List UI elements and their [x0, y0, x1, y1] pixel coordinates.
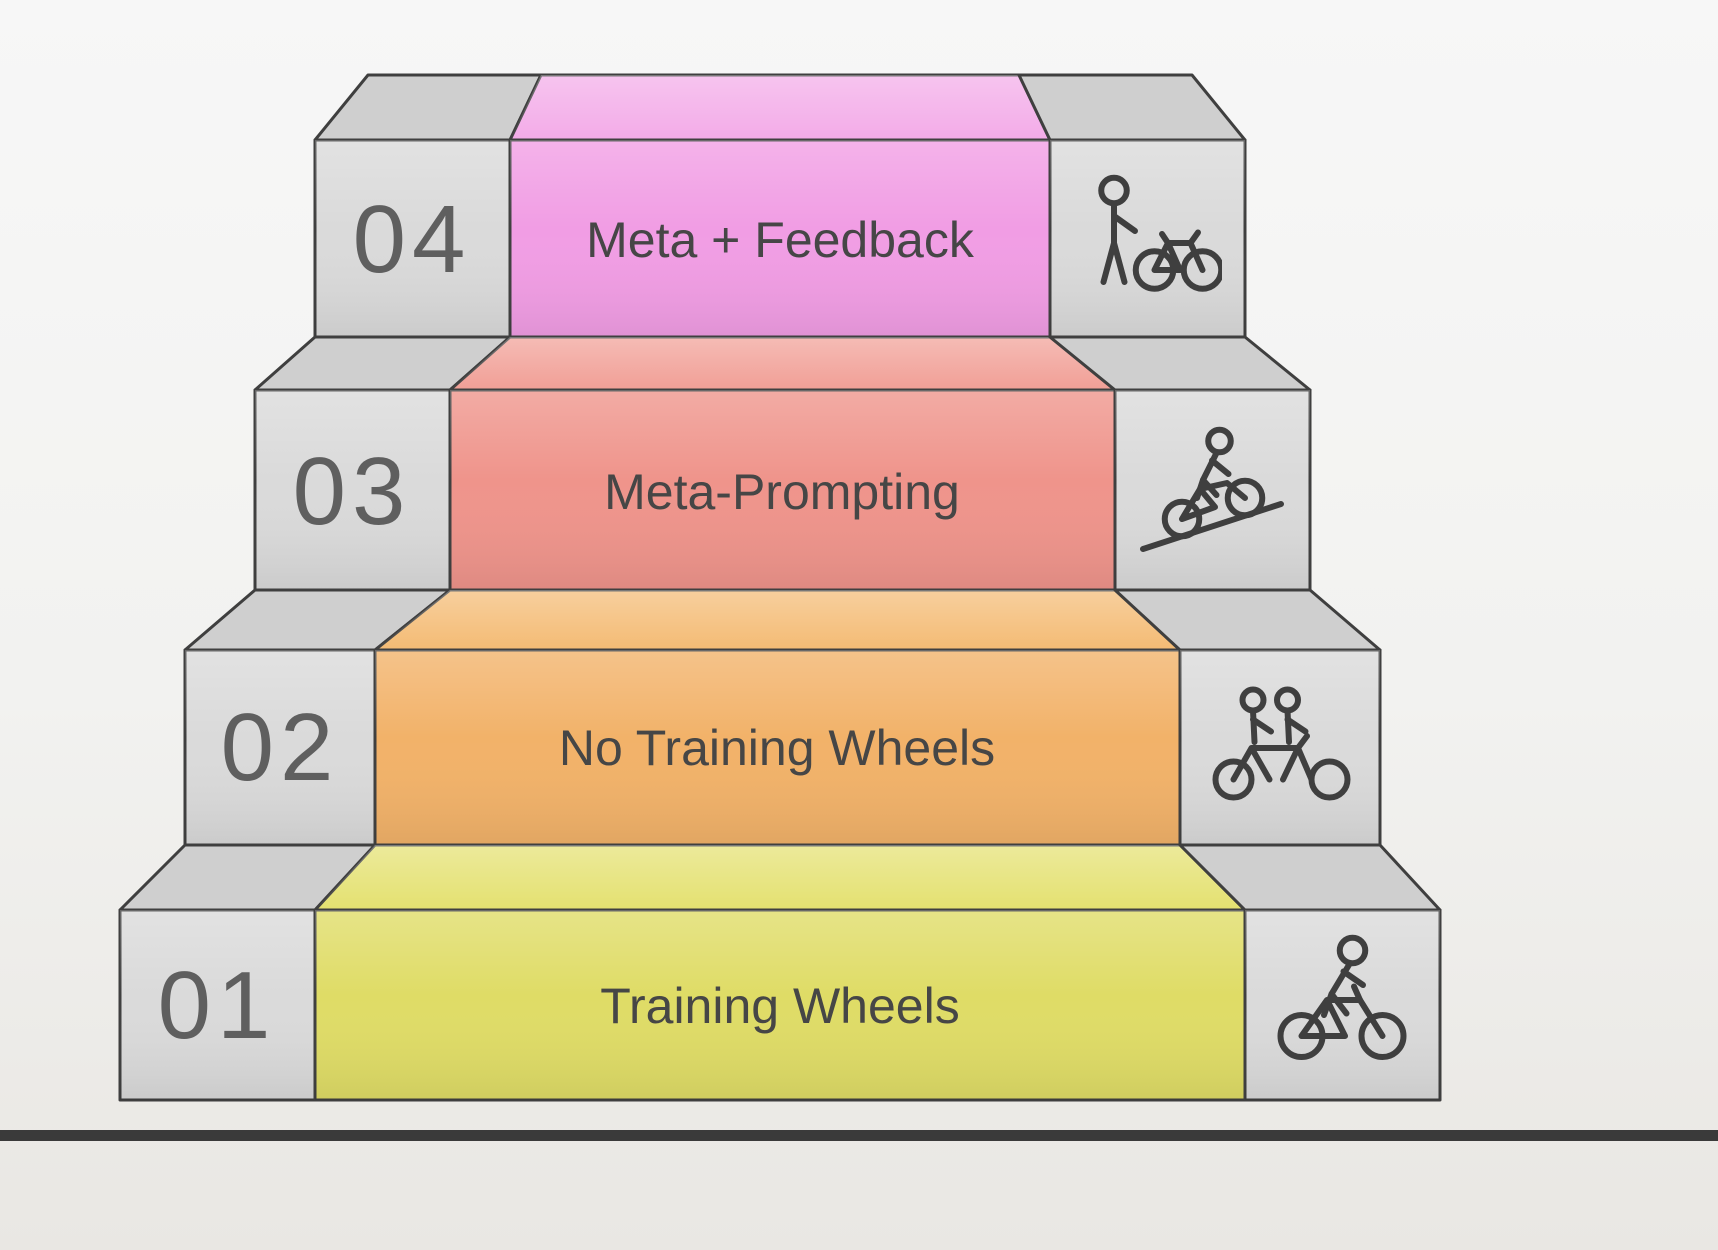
tandem-bicycle-icon: [1205, 673, 1355, 823]
cyclist-riding-uphill-icon: [1137, 417, 1287, 567]
step-02-tread-center: [373, 588, 1182, 652]
step-03-number: 03: [292, 438, 412, 545]
person-standing-with-bicycle-icon: [1072, 165, 1222, 315]
step-01-label: Training Wheels: [600, 978, 960, 1034]
step-02-shapes: [183, 588, 1382, 847]
step-04-number: 04: [352, 186, 472, 293]
step-04-tread-left: [313, 73, 543, 142]
step-02-number: 02: [220, 694, 340, 801]
step-03-label: Meta-Prompting: [604, 464, 960, 520]
step-02-label: No Training Wheels: [558, 720, 996, 776]
step-03-tread-center: [448, 335, 1117, 392]
bottom-bar: [0, 1130, 1718, 1141]
step-04-tread-right: [1017, 73, 1247, 142]
step-01-shapes: [118, 843, 1442, 1102]
cyclist-on-bicycle-icon: [1267, 931, 1417, 1081]
step-04-label: Meta + Feedback: [586, 212, 974, 268]
step-01-tread-center: [313, 843, 1247, 912]
step-01-number: 01: [157, 952, 277, 1059]
step-04-tread-center: [508, 73, 1052, 142]
